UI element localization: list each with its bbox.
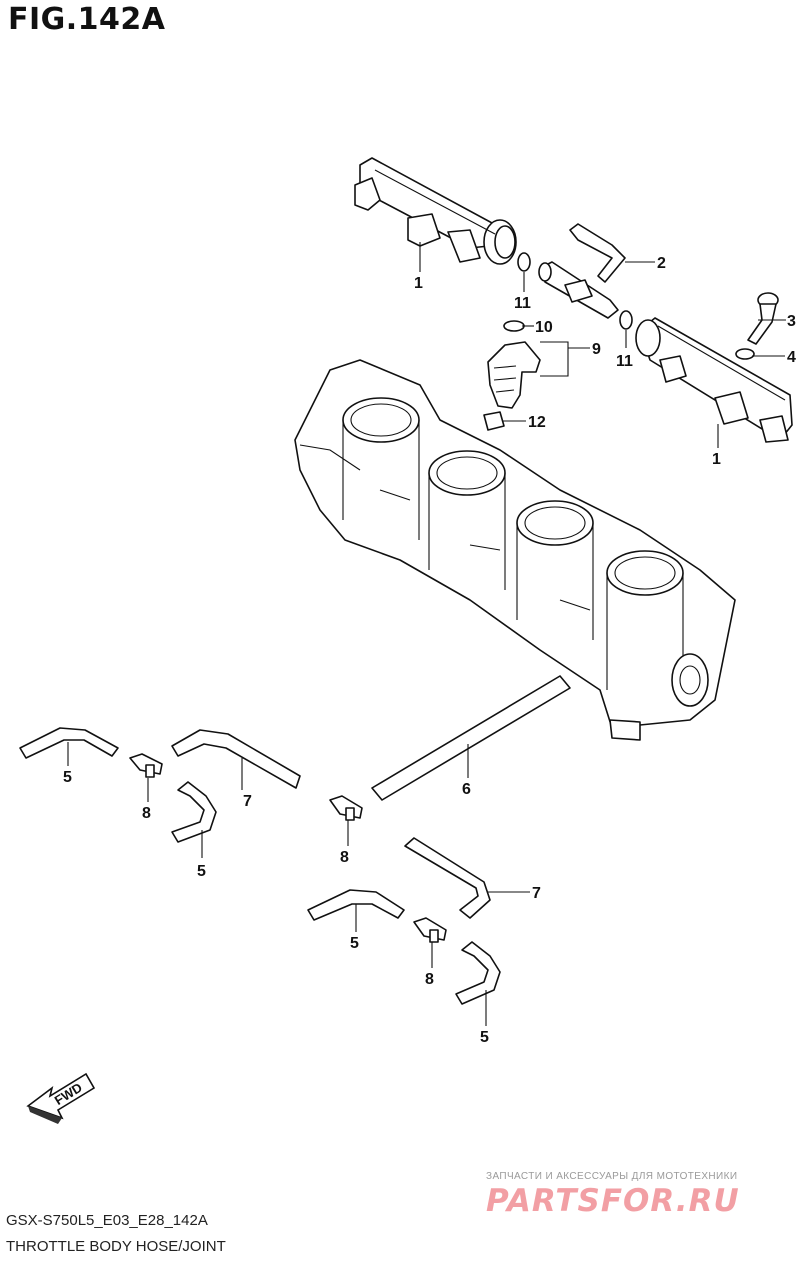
callout-fuel-hose: 2 <box>657 255 666 272</box>
o-ring-lower <box>619 310 633 330</box>
forward-direction-arrow: FWD <box>26 1072 96 1124</box>
washer <box>735 348 755 360</box>
injector-seal <box>503 320 525 332</box>
o-ring-upper <box>517 252 531 272</box>
callout-cushion: 12 <box>528 414 546 431</box>
callout-joint-8a: 8 <box>142 805 151 822</box>
callout-hose-6: 6 <box>462 781 471 798</box>
fuel-delivery-pipe-left <box>354 157 517 265</box>
hose-6 <box>371 675 571 801</box>
callout-hose-7b: 7 <box>532 885 541 902</box>
callout-hose-5b: 5 <box>197 863 206 880</box>
injector-cushion <box>483 411 505 431</box>
vacuum-hose-5c <box>307 889 405 921</box>
hose-7b <box>404 837 491 919</box>
callout-fuel-pipe-right: 1 <box>712 451 721 468</box>
hose-7a <box>171 729 301 789</box>
callout-numbers: 1 2 11 3 10 9 11 4 12 1 5 8 7 6 5 8 7 5 … <box>63 255 796 1046</box>
callout-hose-7a: 7 <box>243 793 252 810</box>
figure-title: FIG.142A <box>8 2 166 37</box>
watermark-tagline: ЗАПЧАСТИ И АКСЕССУАРЫ ДЛЯ МОТОТЕХНИКИ <box>486 1171 738 1182</box>
watermark-logo: PARTSFOR.RU <box>486 1183 740 1219</box>
callout-o-ring-upper: 11 <box>514 295 531 312</box>
callout-joint-8c: 8 <box>425 971 434 988</box>
leader-lines <box>67 242 786 1026</box>
fuel-injector <box>487 341 541 409</box>
callout-joint-8b: 8 <box>340 849 349 866</box>
callout-injector: 9 <box>592 341 601 358</box>
callout-hose-5a: 5 <box>63 769 72 786</box>
drawing-code: GSX-S750L5_E03_E28_142A <box>6 1212 208 1229</box>
vacuum-hose-5a <box>19 727 119 759</box>
fuel-delivery-pipe-right <box>635 317 793 443</box>
joint-8c <box>413 917 447 943</box>
callout-washer: 4 <box>787 349 796 366</box>
fuel-feed-hose <box>538 223 626 319</box>
joint-8b <box>329 795 363 821</box>
callout-hose-5c: 5 <box>350 935 359 952</box>
callout-hose-5d: 5 <box>480 1029 489 1046</box>
vacuum-hose-5b <box>171 781 217 843</box>
callout-fuel-pipe-left: 1 <box>414 275 423 292</box>
callout-o-ring-lower: 11 <box>616 353 633 370</box>
callout-injector-seal: 10 <box>535 319 553 336</box>
figure-caption: THROTTLE BODY HOSE/JOINT <box>6 1238 226 1255</box>
bolt <box>747 292 779 345</box>
callout-bolt: 3 <box>787 313 796 330</box>
throttle-body-assembly <box>294 359 736 741</box>
joint-8a <box>129 753 163 778</box>
vacuum-hose-5d <box>455 941 501 1005</box>
